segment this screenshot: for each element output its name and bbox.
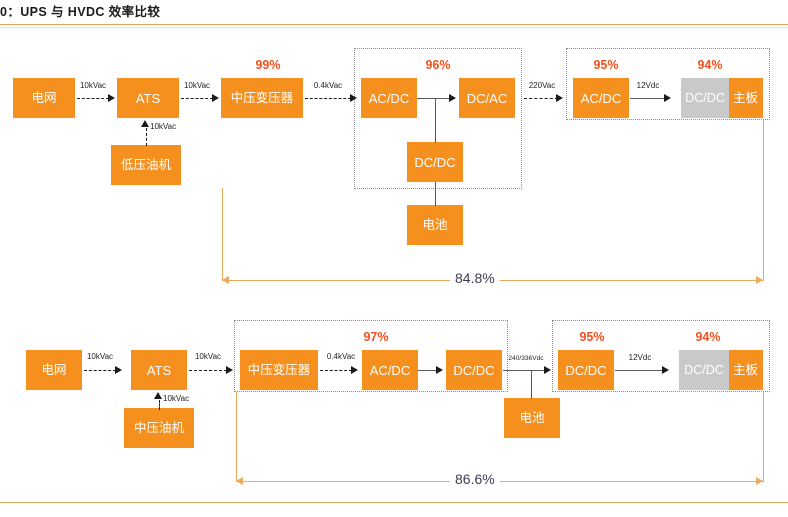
dimension-arrow-right-r1 — [756, 276, 763, 284]
block-battery-r1[interactable]: 电池 — [407, 205, 463, 245]
edge-label-gen-ats-r1: 10kVac — [150, 122, 177, 131]
arrow-xfmr-acdc-r1 — [350, 94, 357, 102]
block-dcdc-front-r2[interactable]: DC/DC — [446, 350, 502, 390]
edge-label-ats-xfmr-r1: 10kVac — [183, 81, 211, 90]
arrow-acdc-dcdc-r2 — [436, 366, 443, 374]
footer-divider — [0, 502, 788, 503]
edge-label-grid-ats-r1: 10kVac — [79, 81, 107, 90]
dimension-arrow-left-r2 — [236, 477, 243, 485]
block-dcac-r1[interactable]: DC/AC — [459, 78, 515, 118]
block-mv-transformer-r2[interactable]: 中压变压器 — [240, 350, 318, 390]
edge-gen-ats-r1 — [146, 128, 147, 146]
edge-label-xfmr-acdc-r2: 0.4kVac — [326, 352, 356, 361]
group-hvdc-load — [552, 320, 770, 392]
header-divider-secondary — [0, 27, 788, 28]
block-acdc-ups-r1[interactable]: AC/DC — [361, 78, 417, 118]
block-grid-r2[interactable]: 电网 — [26, 350, 82, 390]
edge-label-acdc2-board-r1: 12Vdc — [636, 81, 660, 90]
page-title: 0：UPS 与 HVDC 效率比较 — [0, 5, 161, 19]
edge-xfmr-acdc-r2 — [320, 370, 352, 371]
block-motherboard-r2[interactable]: DC/DC 主板 — [679, 350, 763, 390]
edge-acdc-dcdc-r2 — [418, 370, 438, 371]
edge-dcdc-battery-r1 — [435, 182, 436, 206]
arrow-dcac-acdc2-r1 — [556, 94, 563, 102]
block-dcdc-battery-r1[interactable]: DC/DC — [407, 142, 463, 182]
efficiency-ups-r1: 96% — [425, 58, 451, 72]
total-efficiency-r2: 86.6% — [450, 471, 500, 487]
arrow-converter-board-r2 — [662, 366, 669, 374]
block-generator-r2[interactable]: 中压油机 — [124, 408, 194, 448]
edge-xfmr-acdc-r1 — [305, 98, 351, 99]
dimension-right-tick-r1 — [763, 120, 764, 281]
block-ats-r1[interactable]: ATS — [117, 78, 179, 118]
edge-ats-xfmr-r1 — [181, 98, 213, 99]
edge-gen-ats-r2 — [159, 400, 160, 410]
block-generator-r1[interactable]: 低压油机 — [111, 145, 181, 185]
block-mv-transformer-r1[interactable]: 中压变压器 — [221, 78, 303, 118]
arrow-dcdc-converter-r2 — [544, 366, 551, 374]
total-efficiency-r1: 84.8% — [450, 270, 500, 286]
edge-label-grid-ats-r2: 10kVac — [86, 352, 114, 361]
edge-ats-xfmr-r2 — [189, 370, 227, 371]
efficiency-converter-r2: 95% — [579, 330, 605, 344]
block-battery-r2[interactable]: 电池 — [504, 398, 560, 438]
block-ats-r2[interactable]: ATS — [131, 350, 187, 390]
edge-label-converter-board-r2: 12Vdc — [628, 353, 652, 362]
edge-label-dcac-acdc2-r1: 220Vac — [528, 81, 556, 90]
arrow-grid-ats-r1 — [108, 94, 115, 102]
edge-label-ats-xfmr-r2: 10kVac — [194, 352, 222, 361]
edge-acdc2-board-r1 — [630, 98, 666, 99]
efficiency-board-r1: 94% — [697, 58, 723, 72]
dimension-left-tick-r2 — [236, 392, 237, 482]
arrow-xfmr-acdc-r2 — [351, 366, 358, 374]
block-dcdc-converter-r2[interactable]: DC/DC — [558, 350, 614, 390]
block-motherboard-r1[interactable]: DC/DC 主板 — [681, 78, 763, 118]
group-ups-load — [566, 48, 770, 120]
header-divider — [0, 24, 788, 25]
edge-dcac-acdc2-r1 — [524, 98, 558, 99]
edge-label-dcdc-converter-r2: 240/336Vdc — [508, 355, 544, 362]
edge-dcdc-converter-r2 — [503, 370, 545, 371]
edge-label-gen-ats-r2: 10kVac — [163, 394, 190, 403]
block-board-label-r1: 主板 — [732, 90, 758, 105]
group-hvdc-front — [234, 320, 508, 392]
block-board-dcdc-r1: DC/DC — [681, 78, 729, 118]
edge-converter-board-r2 — [615, 370, 663, 371]
arrow-gen-ats-r2 — [154, 392, 162, 399]
block-board-dcdc-r2: DC/DC — [679, 350, 729, 390]
footer-note — [0, 507, 788, 517]
edge-label-xfmr-acdc-r1: 0.4kVac — [313, 81, 343, 90]
group-ups-core — [354, 48, 522, 189]
efficiency-psu-r1: 95% — [593, 58, 619, 72]
arrow-ats-xfmr-r2 — [226, 366, 233, 374]
edge-grid-ats-r1 — [77, 98, 109, 99]
arrow-ats-xfmr-r1 — [212, 94, 219, 102]
edge-acdc-dcac-r1 — [417, 98, 451, 99]
block-board-label-r2: 主板 — [732, 362, 758, 377]
edge-grid-ats-r2 — [84, 370, 116, 371]
dimension-arrow-left-r1 — [222, 276, 229, 284]
arrow-acdc-dcac-r1 — [449, 94, 456, 102]
efficiency-front-r2: 97% — [363, 330, 389, 344]
dimension-left-tick-r1 — [222, 188, 223, 281]
efficiency-board-r2: 94% — [695, 330, 721, 344]
efficiency-mv-transformer-r1: 99% — [255, 58, 281, 72]
block-acdc-psu-r1[interactable]: AC/DC — [573, 78, 629, 118]
block-acdc-r2[interactable]: AC/DC — [362, 350, 418, 390]
arrow-gen-ats-r1 — [141, 120, 149, 127]
dimension-arrow-right-r2 — [756, 477, 763, 485]
arrow-grid-ats-r2 — [115, 366, 122, 374]
edge-dcdc-bus-r1 — [435, 99, 436, 143]
arrow-acdc2-board-r1 — [664, 94, 671, 102]
block-grid-r1[interactable]: 电网 — [13, 78, 75, 118]
edge-battery-bus-r2 — [531, 370, 532, 399]
dimension-right-tick-r2 — [763, 392, 764, 482]
